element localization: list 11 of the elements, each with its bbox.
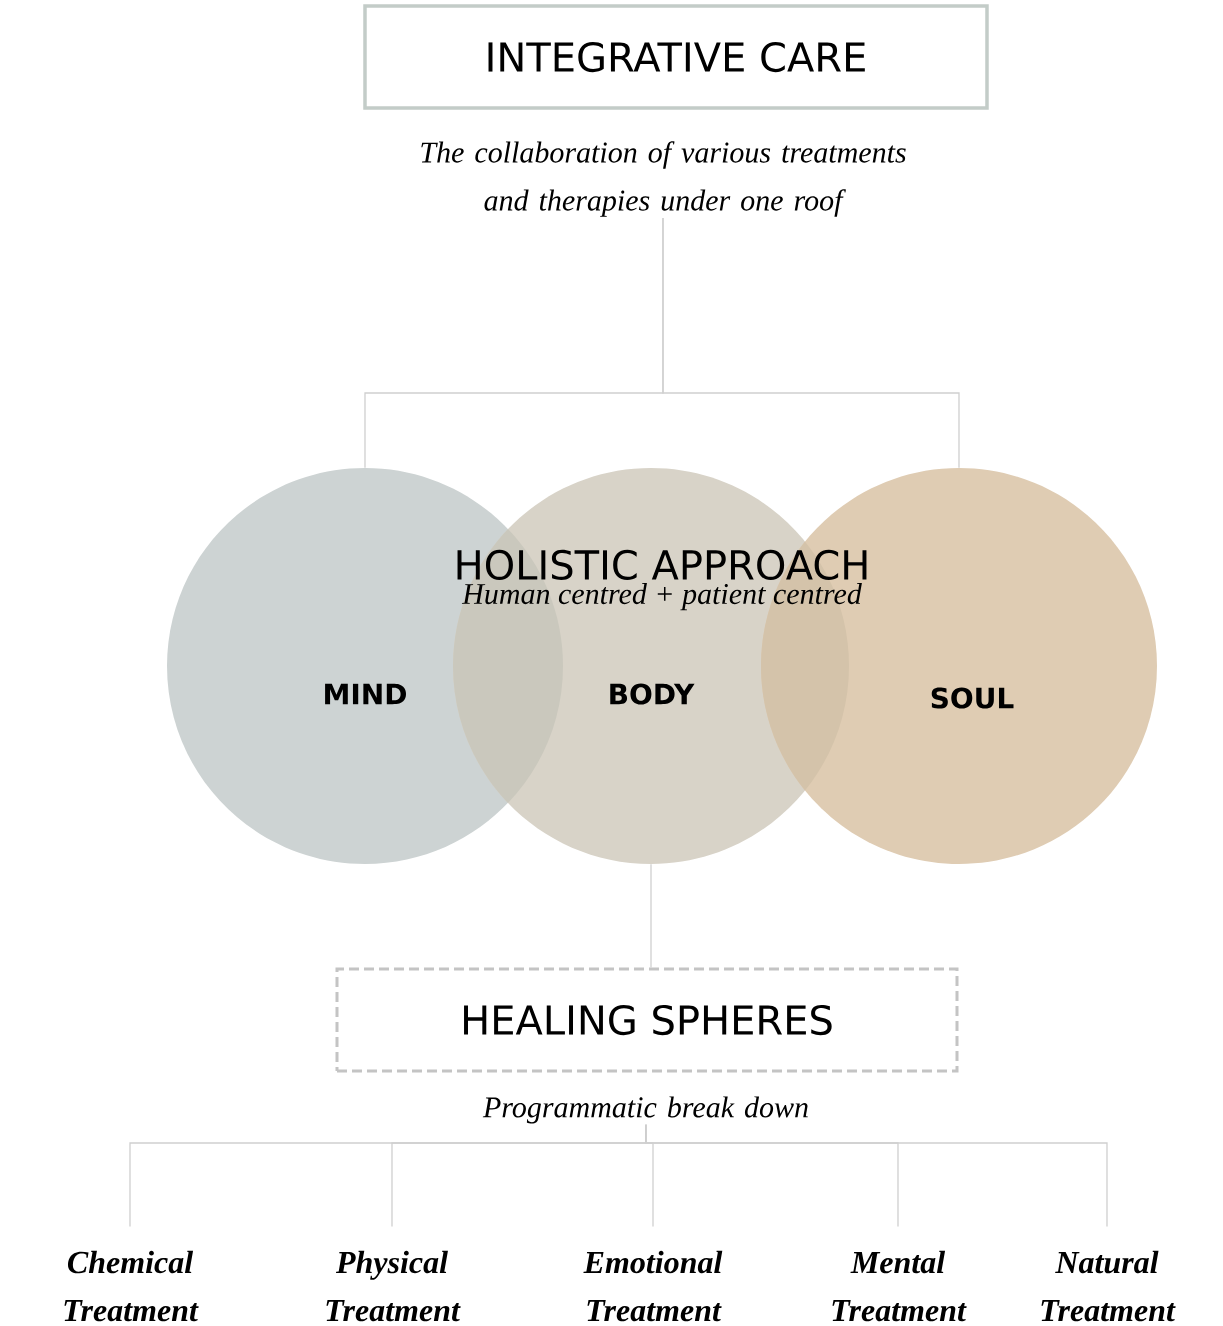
dashed-box: HEALING SPHERES <box>335 967 959 1073</box>
connector-line <box>662 217 960 469</box>
connector-line <box>645 1124 1108 1228</box>
treatment-label: Chemical Treatment <box>64 1250 199 1322</box>
treatment-label: Physical Treatment <box>326 1250 461 1322</box>
title-box: INTEGRATIVE CARE <box>363 4 989 110</box>
description-text: The collaboration of various treatments and therapies under one roof <box>421 141 906 217</box>
treatment-label: Emotional Treatment <box>583 1250 723 1322</box>
description-text: Programmatic break down <box>482 1096 808 1124</box>
treatment-label: Mental Treatment <box>832 1250 967 1322</box>
treatment-label: Natural Treatment <box>1041 1250 1176 1322</box>
